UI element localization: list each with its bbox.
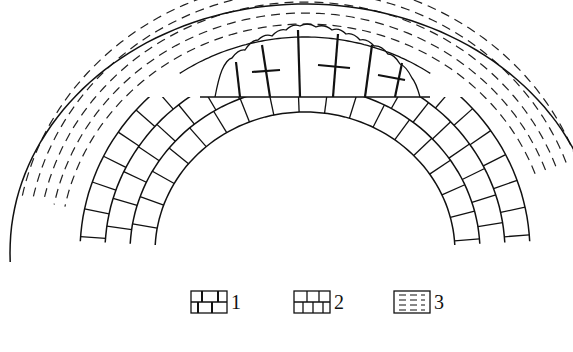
block-joint [430, 160, 451, 174]
layer-boundary [80, 97, 529, 241]
block-joint [501, 207, 525, 212]
fracture-crack [365, 45, 372, 97]
swatch-joint [201, 291, 203, 302]
fractured-zone [180, 24, 431, 97]
legend-entry: 2 [293, 290, 344, 314]
limestone-layers [80, 97, 529, 245]
legend-entry: 3 [393, 290, 444, 314]
block-joint [449, 144, 470, 158]
swatch-joint [294, 301, 330, 302]
legend-number: 1 [231, 292, 241, 312]
swatch-joint [306, 291, 307, 302]
fracture-crack [236, 62, 240, 97]
swatch-joint [318, 291, 319, 302]
block-joint [152, 171, 174, 183]
block-joint [104, 156, 126, 167]
swatch-joint [217, 291, 219, 302]
block-joint [107, 226, 132, 229]
legend-swatch [393, 290, 431, 314]
fracture-top [215, 24, 420, 97]
legend-number: 3 [434, 292, 444, 312]
block-joint [325, 97, 328, 113]
clay-dash [65, 24, 535, 207]
block-joint [157, 97, 173, 109]
swatch-joint [312, 302, 313, 313]
block-joint [395, 120, 410, 140]
block-joint [133, 224, 158, 228]
block-joint [435, 97, 451, 108]
block-joint [504, 235, 529, 237]
block-joint [124, 172, 147, 183]
clay-dash [43, 2, 556, 202]
fracture-crack [378, 75, 405, 80]
swatch-dash [399, 299, 425, 300]
block-joint [494, 180, 518, 188]
block-joint [81, 237, 106, 239]
layer-boundary [105, 97, 505, 243]
fracture-crack [298, 30, 300, 97]
block-joint [455, 239, 480, 241]
block-joint [373, 105, 384, 127]
swatch-joint [322, 302, 323, 313]
swatch-dash [399, 294, 425, 295]
legend-swatch [190, 290, 228, 314]
block-joint [470, 131, 491, 145]
legend-number: 2 [334, 292, 344, 312]
swatch-dash [399, 304, 425, 305]
collapse-line [200, 96, 430, 98]
block-joint [442, 185, 465, 195]
layer-boundary [155, 112, 455, 245]
block-joint [140, 197, 164, 205]
block-joint [414, 138, 432, 155]
swatch-frame [294, 291, 330, 313]
block-joint [203, 97, 216, 110]
legend-swatch [293, 290, 331, 314]
block-joint [113, 198, 137, 205]
block-joint [391, 97, 403, 108]
block-joint [136, 110, 155, 127]
fracture-crack [318, 65, 350, 68]
block-joint [240, 99, 249, 122]
clay-layers [10, 0, 573, 262]
legend-entry: 1 [190, 290, 241, 314]
fracture-crack [252, 70, 280, 72]
block-joint [413, 103, 428, 123]
swatch-joint [302, 302, 303, 313]
block-joint [472, 195, 496, 203]
clay-dash [54, 13, 545, 205]
block-joint [214, 111, 227, 132]
block-joint [462, 169, 484, 180]
block-joint [190, 128, 206, 147]
swatch-joint [211, 302, 213, 313]
block-joint [297, 97, 299, 112]
swatch-frame [191, 291, 227, 313]
swatch-joint [191, 301, 227, 302]
block-joint [179, 105, 195, 124]
block-joint [478, 223, 503, 227]
block-joint [432, 122, 450, 139]
layer-boundary [130, 97, 480, 244]
block-joint [349, 97, 356, 118]
outer-contour [10, 4, 573, 262]
block-joint [118, 132, 139, 146]
block-joint [169, 148, 188, 164]
swatch-frame [394, 291, 430, 313]
block-joint [92, 182, 116, 190]
clay-dash [22, 0, 573, 198]
block-joint [454, 109, 473, 126]
block-joint [138, 147, 159, 161]
block-joint [450, 211, 474, 217]
block-joint [269, 97, 274, 115]
block-joint [85, 209, 109, 214]
block-joint [157, 124, 176, 141]
swatch-dash [399, 309, 425, 310]
block-joint [483, 155, 505, 166]
swatch-joint [197, 302, 199, 313]
